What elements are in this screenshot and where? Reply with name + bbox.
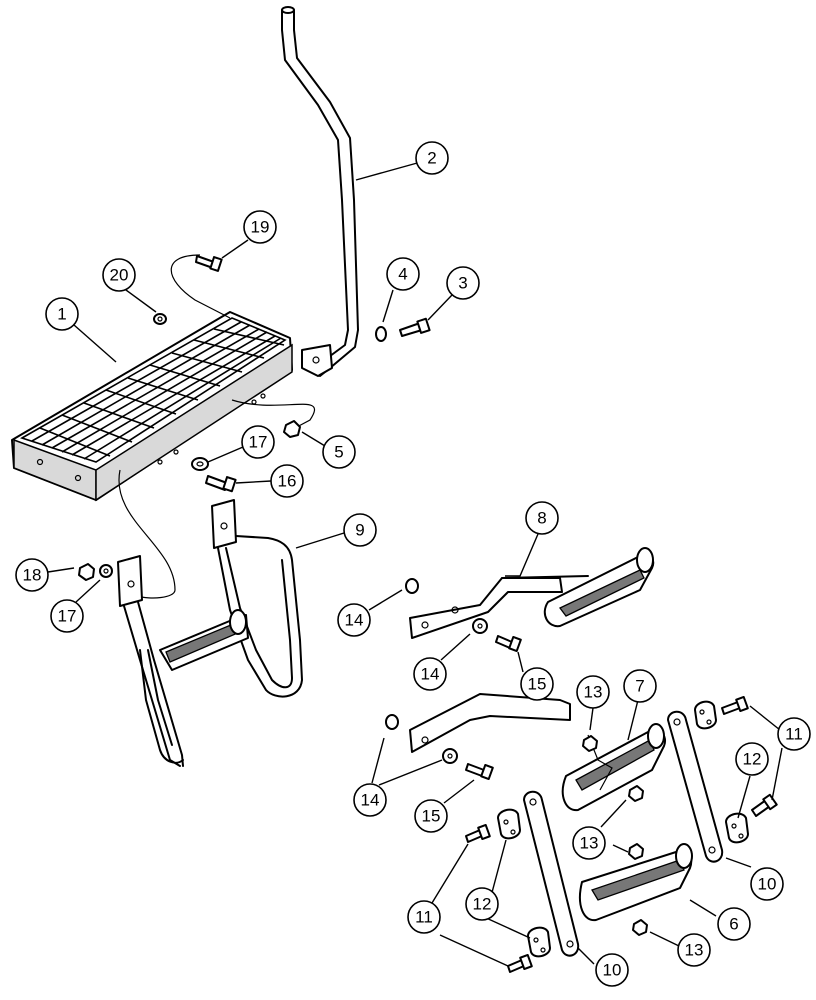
svg-text:9: 9 bbox=[355, 521, 364, 540]
svg-text:17: 17 bbox=[58, 607, 77, 626]
callout-15-lower: 15 bbox=[414, 799, 448, 833]
callout-17-lower: 17 bbox=[50, 599, 84, 633]
callout-11-right: 11 bbox=[777, 717, 811, 751]
svg-text:13: 13 bbox=[685, 941, 704, 960]
callout-14-c: 14 bbox=[353, 783, 387, 817]
callout-9: 9 bbox=[343, 513, 377, 547]
side-link-part-10-left bbox=[523, 790, 580, 957]
callout-17-upper: 17 bbox=[241, 425, 275, 459]
callout-5: 5 bbox=[322, 435, 356, 469]
svg-text:11: 11 bbox=[415, 908, 433, 927]
svg-text:4: 4 bbox=[398, 265, 407, 284]
svg-text:18: 18 bbox=[23, 566, 42, 585]
callout-20: 20 bbox=[102, 258, 136, 292]
callout-12-right: 12 bbox=[735, 742, 769, 776]
assembly-guide-lines bbox=[118, 254, 316, 599]
svg-text:12: 12 bbox=[473, 895, 492, 914]
svg-text:11: 11 bbox=[785, 725, 803, 744]
plates-and-bolts bbox=[465, 695, 778, 973]
callout-11-left: 11 bbox=[407, 900, 441, 934]
platform-part-1 bbox=[11, 311, 293, 502]
svg-text:13: 13 bbox=[584, 683, 603, 702]
callout-13-middle: 13 bbox=[572, 826, 606, 860]
callout-14-a: 14 bbox=[337, 603, 371, 637]
bracket-arm-part-7 bbox=[385, 693, 666, 812]
svg-text:16: 16 bbox=[278, 472, 297, 491]
side-link-part-10-right bbox=[667, 710, 724, 863]
callout-14-b: 14 bbox=[413, 657, 447, 691]
leader-lines bbox=[47, 159, 783, 967]
handrail-part-2 bbox=[281, 6, 359, 377]
svg-text:13: 13 bbox=[580, 834, 599, 853]
callout-1: 1 bbox=[45, 297, 79, 331]
callout-15-upper: 15 bbox=[520, 667, 554, 701]
callout-18: 18 bbox=[15, 558, 49, 592]
svg-text:1: 1 bbox=[57, 305, 66, 324]
callout-6: 6 bbox=[717, 907, 751, 941]
svg-text:14: 14 bbox=[361, 791, 380, 810]
callout-4: 4 bbox=[386, 257, 420, 291]
svg-text:12: 12 bbox=[743, 750, 762, 769]
callout-7: 7 bbox=[623, 669, 657, 703]
callout-13-bottom: 13 bbox=[677, 933, 711, 967]
svg-text:19: 19 bbox=[251, 218, 270, 237]
callout-10-left: 10 bbox=[595, 953, 629, 987]
callout-8: 8 bbox=[525, 501, 559, 535]
svg-text:2: 2 bbox=[427, 149, 436, 168]
callout-10-right: 10 bbox=[750, 867, 784, 901]
svg-text:14: 14 bbox=[345, 611, 364, 630]
svg-text:20: 20 bbox=[110, 266, 129, 285]
svg-text:8: 8 bbox=[537, 509, 546, 528]
svg-text:14: 14 bbox=[421, 665, 440, 684]
callout-2: 2 bbox=[415, 141, 449, 175]
svg-text:5: 5 bbox=[334, 443, 343, 462]
callout-3: 3 bbox=[446, 266, 480, 300]
hardware-near-platform bbox=[78, 255, 431, 581]
svg-text:17: 17 bbox=[249, 433, 268, 452]
callout-13-top: 13 bbox=[576, 675, 610, 709]
step-ladder-part-9 bbox=[117, 499, 303, 767]
bracket-arm-part-8 bbox=[405, 547, 655, 653]
step-part-6 bbox=[578, 843, 693, 936]
svg-text:3: 3 bbox=[458, 274, 467, 293]
svg-text:10: 10 bbox=[603, 961, 622, 980]
svg-text:6: 6 bbox=[729, 915, 738, 934]
callout-16: 16 bbox=[270, 464, 304, 498]
callout-19: 19 bbox=[243, 210, 277, 244]
callout-12-left: 12 bbox=[465, 887, 499, 921]
svg-text:10: 10 bbox=[758, 875, 777, 894]
svg-text:7: 7 bbox=[635, 677, 644, 696]
svg-text:15: 15 bbox=[422, 807, 441, 826]
svg-text:15: 15 bbox=[528, 675, 547, 694]
